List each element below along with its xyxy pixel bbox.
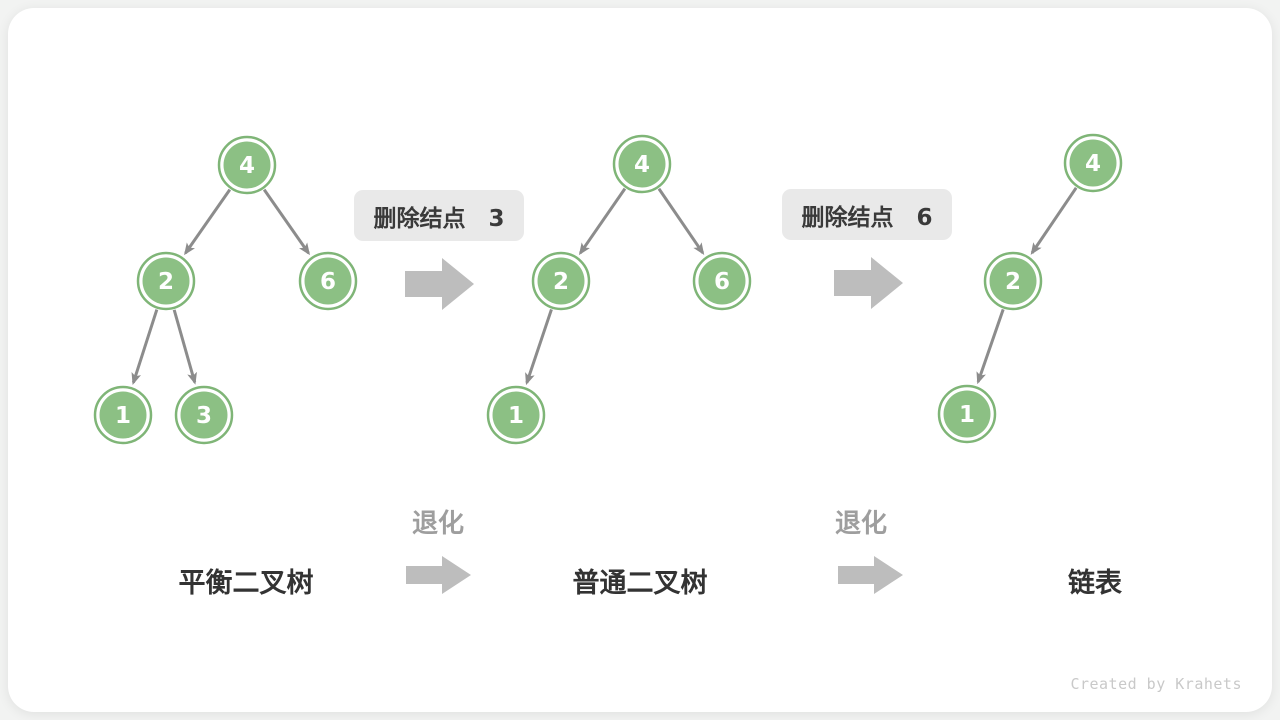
tree-node: 1 — [937, 384, 997, 444]
node-value: 6 — [714, 269, 730, 295]
delete-node-3-label: 删除结点 3 — [354, 190, 524, 241]
tree-edge — [976, 308, 1005, 385]
tree-node: 4 — [612, 134, 672, 194]
node-value: 3 — [196, 403, 212, 429]
tree-title-ordinary-binary-tree: 普通二叉树 — [572, 568, 708, 599]
tree-edge — [657, 187, 705, 255]
tree-node: 2 — [983, 251, 1043, 311]
node-value: 1 — [508, 403, 524, 429]
node-value: 6 — [320, 269, 336, 295]
node-value: 2 — [553, 269, 569, 295]
node-value: 1 — [959, 402, 975, 428]
tree-node: 6 — [298, 251, 358, 311]
node-value: 4 — [239, 153, 255, 179]
tree-node: 4 — [1063, 133, 1123, 193]
node-value: 2 — [158, 269, 174, 295]
tree-title-linked-list: 链表 — [1068, 568, 1122, 599]
tree-node: 2 — [136, 251, 196, 311]
tree-node: 4 — [217, 135, 277, 195]
node-value: 1 — [115, 403, 131, 429]
tree-node: 6 — [692, 251, 752, 311]
diagram-card — [8, 8, 1272, 712]
tree-edge — [1030, 186, 1078, 255]
degrade-label: 退化 — [834, 509, 888, 539]
tree-node: 1 — [486, 385, 546, 445]
tree-edge — [578, 187, 627, 256]
node-value: 4 — [634, 152, 650, 178]
tree-edge — [525, 308, 553, 386]
degrade-label: 退化 — [411, 509, 465, 539]
tree-edge — [184, 188, 232, 256]
tree-edge — [262, 188, 310, 256]
tree-node: 3 — [174, 385, 234, 445]
degrade-arrow-icon — [406, 555, 472, 595]
degrade-arrow-icon — [838, 555, 904, 595]
transition-arrow-icon — [834, 256, 904, 310]
delete-node-6-label: 删除结点 6 — [782, 189, 952, 240]
tree-node: 2 — [531, 251, 591, 311]
transition-arrow-icon — [405, 257, 475, 311]
tree-edge — [172, 309, 197, 385]
watermark: Created by Krahets — [1070, 675, 1242, 693]
node-value: 2 — [1005, 269, 1021, 295]
node-value: 4 — [1085, 151, 1101, 177]
tree-title-balanced-binary-tree: 平衡二叉树 — [178, 568, 314, 599]
tree-node: 1 — [93, 385, 153, 445]
tree-edge — [131, 309, 159, 386]
